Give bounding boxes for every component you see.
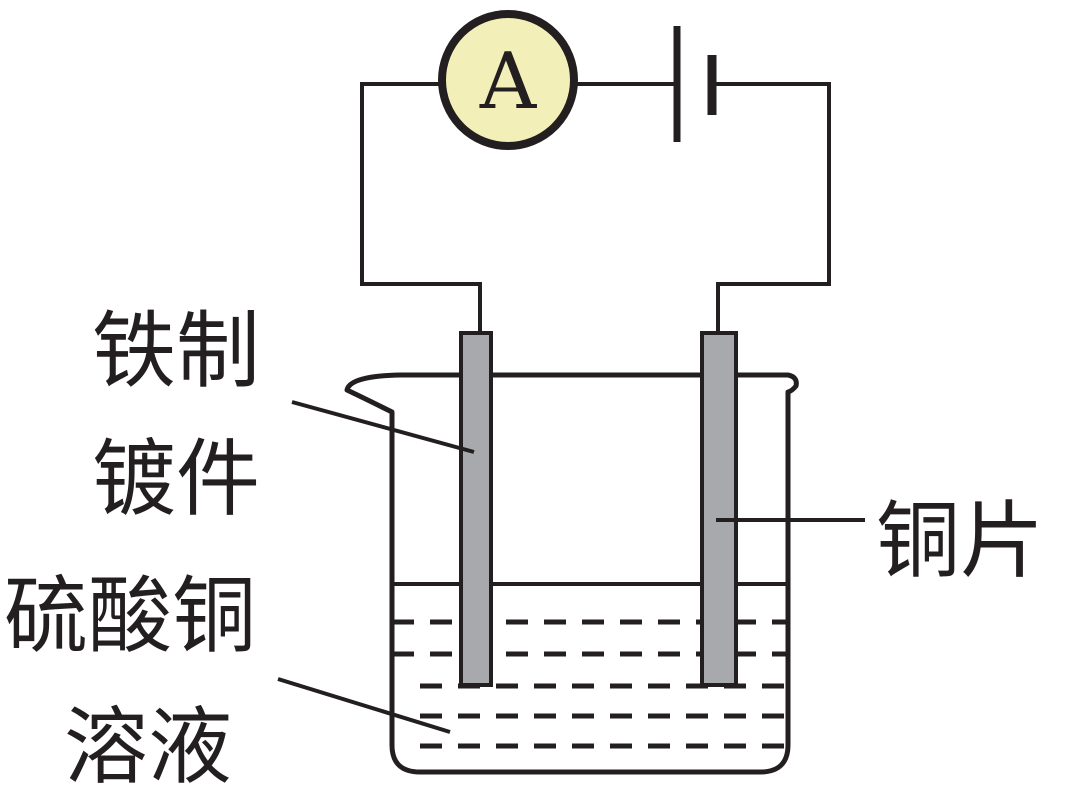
copper-plate-label: 铜片 xyxy=(876,492,1044,590)
right-wire xyxy=(712,82,831,334)
iron-part-label-line1: 铁制 xyxy=(92,302,260,400)
battery-symbol xyxy=(673,26,717,142)
circuit-wires xyxy=(360,82,831,334)
leader-lines xyxy=(277,400,865,734)
iron-part-label-line2: 镀件 xyxy=(92,430,260,528)
left-wire xyxy=(360,82,482,334)
iron-part-leader xyxy=(291,400,475,454)
copper-plate-electrode xyxy=(700,331,738,687)
solution-label-line2: 溶液 xyxy=(64,698,232,794)
beaker-outline xyxy=(344,372,799,775)
solution-label-line1: 硫酸铜 xyxy=(4,567,256,665)
ammeter: A xyxy=(438,10,578,150)
ammeter-symbol: A xyxy=(479,37,538,127)
iron-part-electrode xyxy=(459,331,493,687)
solution-leader xyxy=(277,677,451,734)
ammeter-circle xyxy=(438,10,578,150)
